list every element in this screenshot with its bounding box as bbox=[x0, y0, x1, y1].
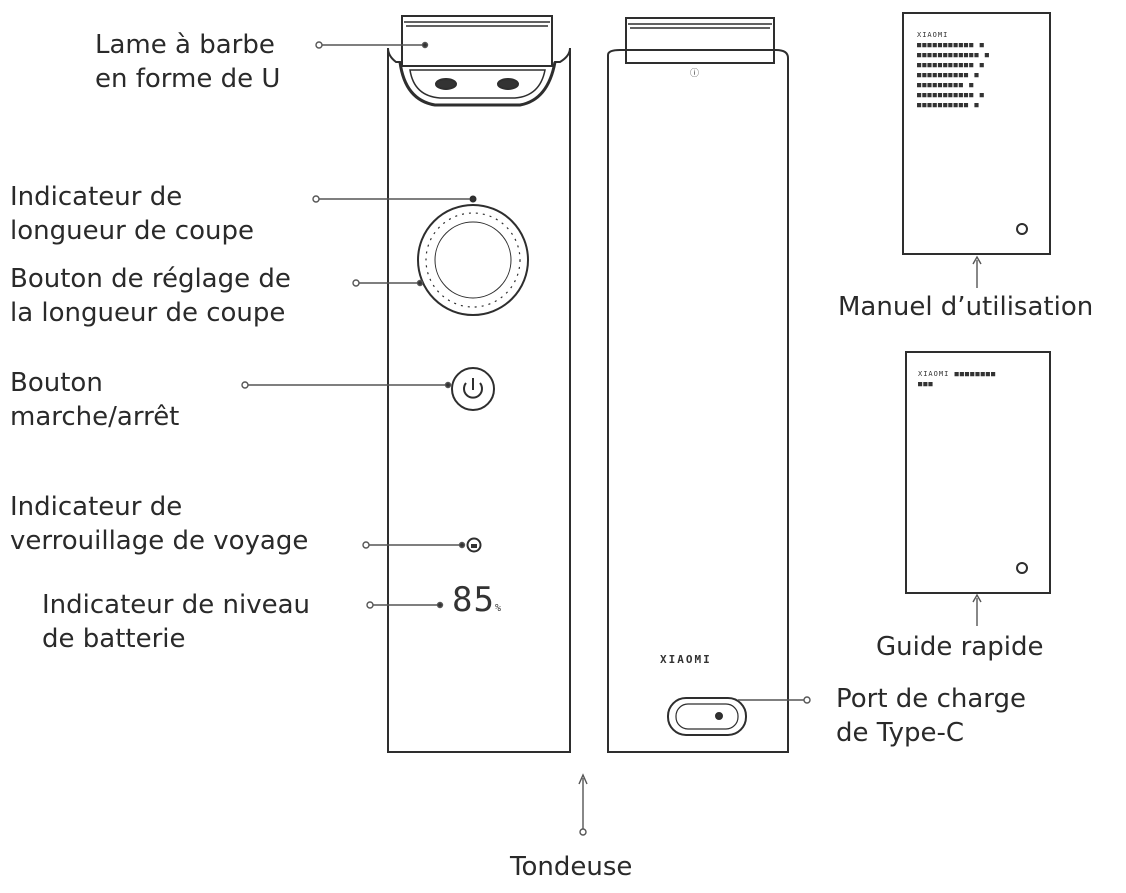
length-indicator-dot bbox=[469, 195, 477, 203]
battery-readout: 85% bbox=[452, 580, 502, 620]
guide-line: XIAOMI ■■■■■■■■ bbox=[918, 370, 997, 378]
power-icon-arc bbox=[463, 382, 483, 399]
manual-line: ■■■■■■■■■■ ■ bbox=[917, 101, 980, 109]
charging-port-cover bbox=[667, 697, 747, 736]
manual-line: ■■■■■■■■■ ■ bbox=[917, 81, 975, 89]
power-button-ring bbox=[451, 367, 495, 411]
label-quick-guide: Guide rapide bbox=[876, 632, 1044, 662]
u-blade-outline bbox=[398, 61, 557, 107]
charging-port-dot bbox=[715, 712, 723, 720]
manual-booklet bbox=[902, 12, 1051, 255]
label-line: Indicateur de niveau bbox=[42, 590, 310, 620]
charging-port-inner bbox=[675, 703, 739, 730]
label-line: Indicateur de bbox=[10, 492, 183, 522]
label-travel-lock: Indicateur de verrouillage de voyage bbox=[10, 490, 308, 558]
label-line: Indicateur de bbox=[10, 182, 183, 212]
guide-logo bbox=[1016, 562, 1028, 574]
label-battery-indicator: Indicateur de niveau de batterie bbox=[42, 588, 310, 656]
length-knob-ticks bbox=[425, 212, 521, 308]
label-trimmer: Tondeuse bbox=[510, 852, 633, 882]
front-body bbox=[387, 47, 571, 753]
label-line: Bouton de réglage de bbox=[10, 264, 291, 294]
manual-line: ■■■■■■■■■■■■ ■ bbox=[917, 51, 991, 59]
label-line: longueur de coupe bbox=[10, 216, 254, 246]
length-knob-outer bbox=[417, 204, 529, 316]
manual-text-block: XIAOMI ■■■■■■■■■■■ ■ ■■■■■■■■■■■■ ■ ■■■■… bbox=[917, 30, 990, 110]
back-blade-teeth bbox=[628, 23, 772, 29]
label-line: Bouton bbox=[10, 368, 103, 398]
label-line: de Type-C bbox=[836, 718, 965, 748]
back-blade-comb bbox=[625, 17, 775, 64]
front-blade-comb bbox=[401, 15, 553, 67]
manual-line: ■■■■■■■■■■■ ■ bbox=[917, 61, 985, 69]
label-line: Port de charge bbox=[836, 684, 1027, 714]
front-blade-teeth bbox=[404, 21, 550, 27]
manual-line: ■■■■■■■■■■ ■ bbox=[917, 71, 980, 79]
label-line: en forme de U bbox=[95, 64, 281, 94]
label-charging-port: Port de charge de Type-C bbox=[836, 682, 1026, 750]
trimmer-back bbox=[607, 17, 789, 753]
label-line: Lame à barbe bbox=[95, 30, 275, 60]
blade-screw-right bbox=[497, 78, 519, 90]
label-beard-blade: Lame à barbe en forme de U bbox=[95, 28, 280, 96]
manual-logo bbox=[1016, 223, 1028, 235]
label-line: de batterie bbox=[42, 624, 186, 654]
back-body bbox=[607, 49, 789, 753]
label-manual: Manuel d’utilisation bbox=[838, 292, 1094, 322]
label-line: verrouillage de voyage bbox=[10, 526, 309, 556]
brand-mark: XIAOMI bbox=[660, 653, 712, 666]
travel-lock-icon bbox=[466, 537, 482, 553]
guide-text-block: XIAOMI ■■■■■■■■ ■■■ bbox=[918, 369, 996, 389]
label-line: marche/arrêt bbox=[10, 402, 180, 432]
trimmer-front bbox=[387, 15, 571, 753]
u-blade-inner bbox=[409, 69, 546, 99]
battery-unit: % bbox=[494, 603, 502, 614]
label-length-knob: Bouton de réglage de la longueur de coup… bbox=[10, 262, 291, 330]
leader-lines bbox=[241, 41, 982, 836]
guide-booklet bbox=[905, 351, 1051, 594]
guide-line: ■■■ bbox=[918, 380, 934, 388]
label-power-button: Bouton marche/arrêt bbox=[10, 366, 179, 434]
manual-line: ■■■■■■■■■■■ ■ bbox=[917, 41, 985, 49]
travel-lock-body bbox=[471, 544, 477, 548]
label-line: la longueur de coupe bbox=[10, 298, 286, 328]
blade-screw-left bbox=[435, 78, 457, 90]
battery-value: 85 bbox=[452, 580, 495, 620]
manual-line: ■■■■■■■■■■■ ■ bbox=[917, 91, 985, 99]
manual-line: XIAOMI bbox=[917, 31, 949, 39]
label-length-indicator: Indicateur de longueur de coupe bbox=[10, 180, 254, 248]
length-knob-inner bbox=[434, 221, 512, 299]
back-mark: ⓘ bbox=[690, 69, 701, 79]
documents bbox=[902, 12, 1051, 594]
